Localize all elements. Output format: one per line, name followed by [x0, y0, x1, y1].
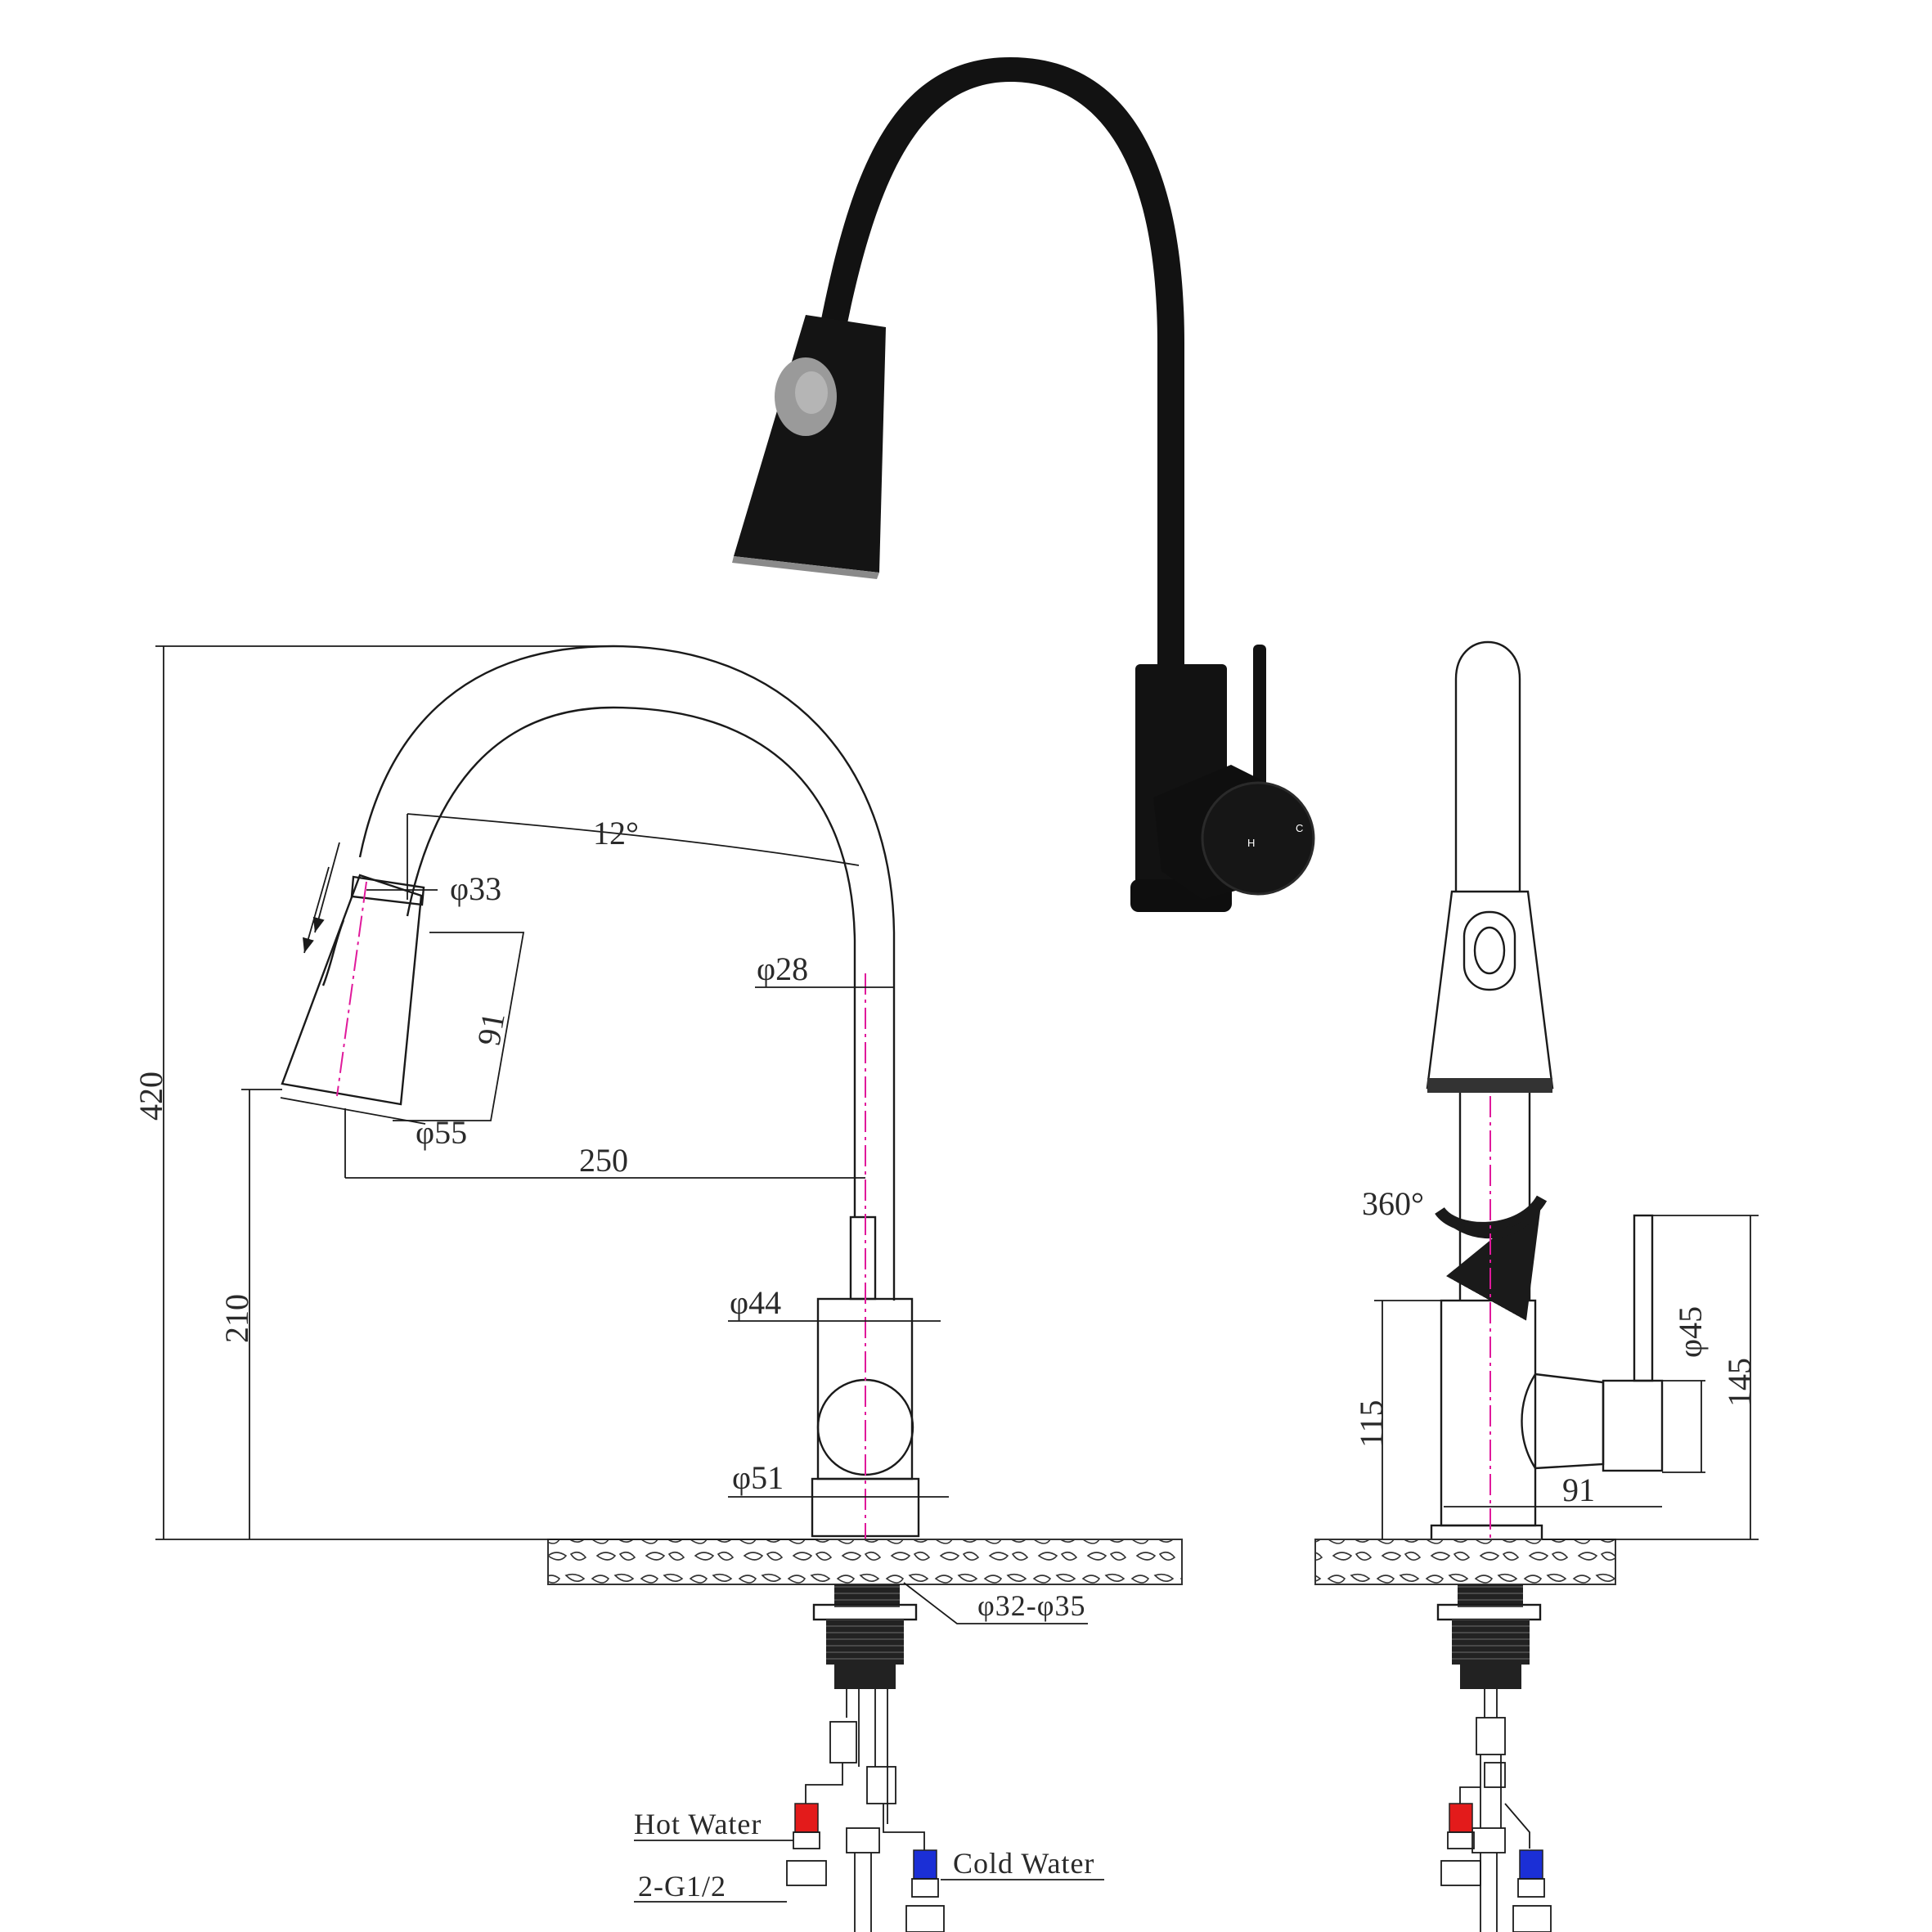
dim-body-diameter: φ44 [730, 1284, 781, 1321]
dim-body-height: 115 [1353, 1400, 1390, 1448]
dim-height-total: 420 [133, 1072, 169, 1121]
cold-valve-icon [913, 1849, 937, 1880]
countertop-right [1314, 1539, 1616, 1585]
dim-mount-hole-range: φ32-φ35 [977, 1589, 1086, 1622]
dim-handle-diameter: φ45 [1672, 1306, 1709, 1358]
countertop-left [547, 1539, 1183, 1585]
hot-valve-icon-front [1449, 1803, 1473, 1833]
label-hot-water: Hot Water [634, 1808, 762, 1840]
dim-pullout-length: 91 [470, 1009, 512, 1048]
front-view: 360° 115 145 φ45 91 [1314, 640, 1759, 1932]
dim-handle-depth: 91 [1562, 1471, 1595, 1508]
cold-mark: C [1296, 822, 1303, 834]
spray-head [734, 315, 886, 573]
dim-handle-height: 145 [1721, 1358, 1758, 1407]
dim-rotation: 360° [1362, 1185, 1424, 1222]
handle-lever [1253, 645, 1266, 800]
cold-valve-icon-front [1519, 1849, 1543, 1880]
dim-spray-top-diameter: φ33 [450, 870, 501, 907]
dim-base-diameter: φ51 [732, 1459, 784, 1496]
handle-cap [1201, 781, 1315, 896]
product-photo: H C [732, 57, 1315, 912]
hot-mark: H [1247, 837, 1255, 849]
mounting-shank [834, 1584, 900, 1607]
label-connection: 2-G1/2 [638, 1870, 726, 1903]
spray-face [732, 556, 879, 579]
hot-valve-icon [794, 1803, 819, 1833]
dim-spray-bottom-diameter: φ55 [416, 1114, 467, 1151]
side-view: 420 210 250 91 12° φ33 φ55 φ28 φ44 φ51 φ… [133, 645, 1183, 1932]
dim-spout-tube-diameter: φ28 [757, 950, 808, 987]
dim-spray-angle: 12° [593, 815, 639, 851]
label-cold-water: Cold Water [953, 1847, 1094, 1880]
dim-reach: 250 [579, 1142, 628, 1179]
dim-spout-height: 210 [218, 1294, 255, 1343]
